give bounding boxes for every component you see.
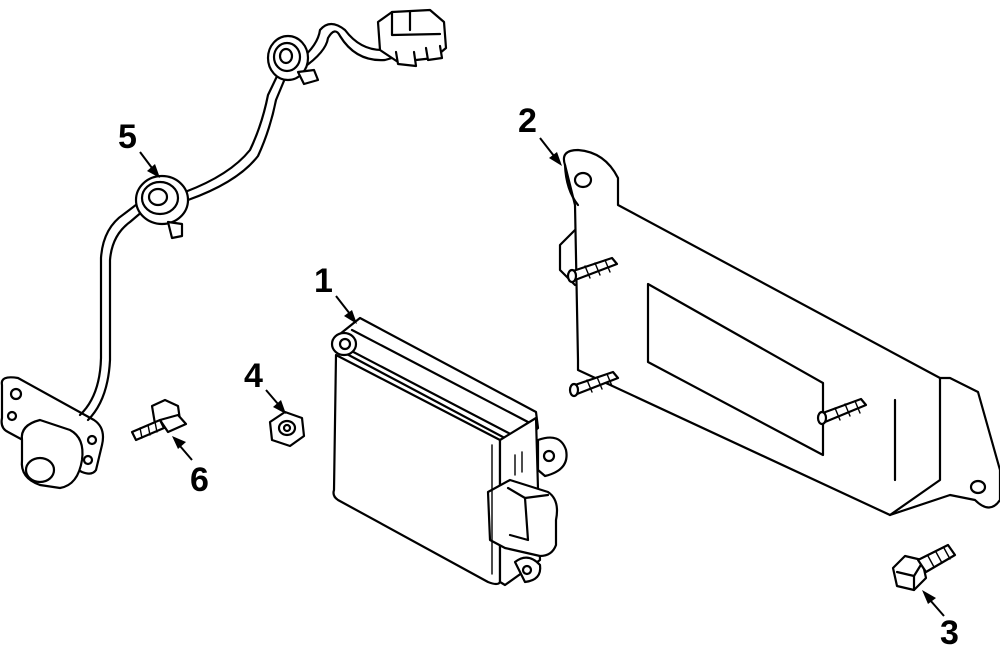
bracket-hole-top: [573, 171, 593, 189]
bracket-part[interactable]: [558, 148, 1000, 517]
bracket-stud-middle: [568, 370, 620, 398]
bolt-part[interactable]: [891, 543, 957, 592]
nut-part[interactable]: [268, 410, 306, 448]
screw-part[interactable]: [130, 398, 188, 442]
callout-5-label: 5: [118, 118, 137, 156]
callout-3: 3: [922, 590, 959, 648]
callout-6-label: 6: [190, 461, 209, 499]
module-connector: [486, 451, 559, 558]
bracket-stud-right: [816, 397, 868, 426]
bracket-stud-top: [566, 256, 619, 284]
callout-2: 2: [518, 102, 562, 166]
callout-2-label: 2: [518, 102, 537, 140]
bracket-hole-right: [969, 479, 987, 495]
bracket-window: [646, 282, 825, 457]
callout-6: 6: [172, 436, 209, 499]
callout-4: 4: [244, 357, 286, 414]
harness-part[interactable]: [0, 8, 448, 490]
module-part[interactable]: [330, 316, 568, 587]
callout-5: 5: [118, 118, 160, 178]
harness-grommet-upper: [266, 34, 320, 86]
callout-1-label: 1: [314, 262, 333, 300]
callout-3-label: 3: [940, 614, 959, 648]
harness-grommet-middle: [134, 174, 190, 240]
callout-4-label: 4: [244, 357, 263, 395]
harness-connector: [376, 8, 448, 68]
callout-1: 1: [314, 262, 357, 324]
